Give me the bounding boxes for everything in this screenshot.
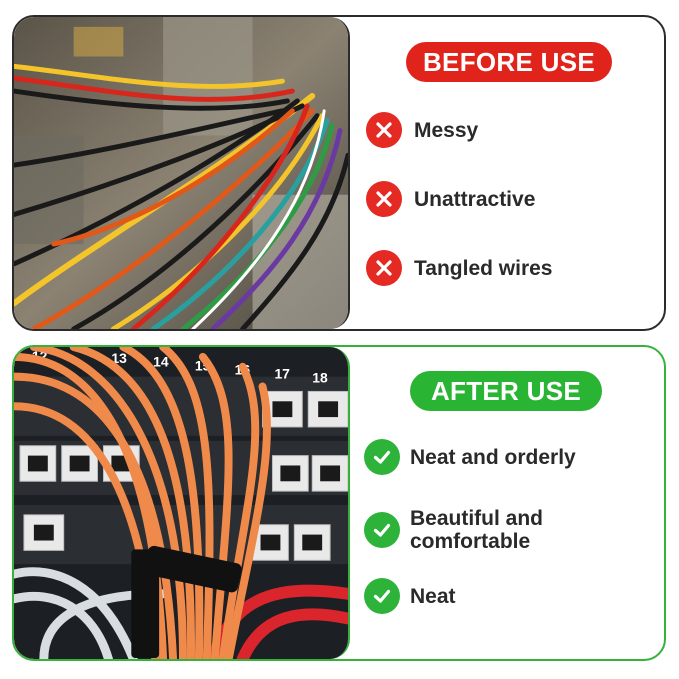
item-label: Neat [410, 584, 456, 608]
list-item: Neat and orderly [364, 439, 576, 475]
item-label: Neat and orderly [410, 445, 576, 469]
item-label: Unattractive [414, 187, 536, 211]
organized-cables-photo: 12 13 14 15 16 17 18 [14, 347, 350, 659]
before-use-list: BEFORE USE Messy Unattractive Tangled wi… [350, 17, 664, 329]
list-item: Messy [366, 112, 478, 148]
port-number: 14 [153, 354, 169, 370]
x-icon [366, 181, 402, 217]
check-icon [364, 512, 400, 548]
after-use-heading: AFTER USE [410, 371, 602, 411]
after-use-panel: 12 13 14 15 16 17 18 [12, 345, 666, 661]
list-item: Neat [364, 578, 456, 614]
item-label: Beautiful and comfortable [410, 507, 544, 553]
list-item: Beautiful and comfortable [364, 507, 543, 553]
after-use-list: AFTER USE Neat and orderly Beautiful and… [350, 347, 664, 659]
check-icon [364, 578, 400, 614]
tangled-wires-illustration [14, 17, 348, 329]
check-icon [364, 439, 400, 475]
before-use-panel: BEFORE USE Messy Unattractive Tangled wi… [12, 15, 666, 331]
port-number: 18 [312, 370, 328, 386]
before-use-heading: BEFORE USE [406, 42, 612, 82]
port-number: 13 [111, 350, 127, 366]
tangled-wires-photo [14, 17, 350, 329]
item-label: Tangled wires [414, 256, 553, 280]
item-label: Messy [414, 118, 479, 142]
x-icon [366, 250, 402, 286]
port-number: 17 [274, 366, 290, 382]
list-item: Tangled wires [366, 250, 552, 286]
x-icon [366, 112, 402, 148]
organized-cables-illustration: 12 13 14 15 16 17 18 [14, 347, 348, 659]
list-item: Unattractive [366, 181, 535, 217]
